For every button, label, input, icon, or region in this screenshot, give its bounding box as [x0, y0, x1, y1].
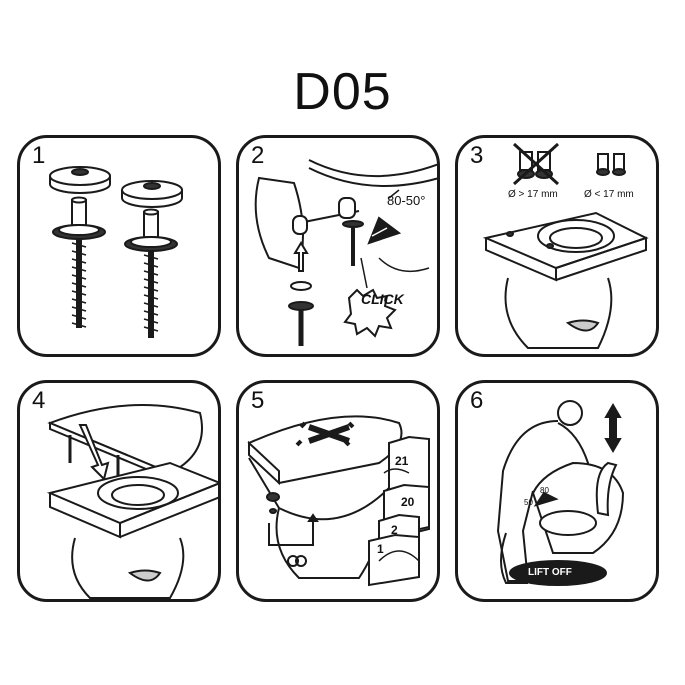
size-small-label: Ø < 17 mm	[584, 189, 634, 200]
step-number: 4	[32, 387, 46, 414]
lift-off-label: LIFT OFF	[528, 567, 572, 578]
step-number: 3	[470, 142, 484, 169]
step-number: 5	[251, 387, 265, 414]
size-large-label: Ø > 17 mm	[508, 189, 558, 200]
hinge-parts-illustration	[49, 166, 183, 338]
page-20-label: 20	[401, 495, 415, 509]
page-1-label: 1	[377, 542, 384, 556]
seat-placement-illustration	[46, 404, 218, 599]
step-number: 6	[470, 387, 484, 414]
page-title: D05	[293, 63, 392, 121]
seat-warning-illustration	[247, 415, 430, 587]
angle-label: 80-50°	[387, 193, 426, 208]
angle-a-label: 50	[524, 498, 533, 507]
step-4-panel: 4	[17, 380, 221, 602]
page-21-label: 21	[395, 454, 409, 468]
lift-off-illustration	[496, 400, 625, 586]
page-2-label: 2	[391, 523, 398, 537]
step-1-panel: 1	[17, 135, 221, 357]
step-5-panel: 5 21 20 2 1	[236, 380, 440, 602]
bowl-holes-illustration	[482, 142, 649, 349]
step-2-panel: 2 80-50° CLICK	[236, 135, 440, 357]
step-3-panel: 3 Ø > 17 mm Ø < 17 mm	[455, 135, 659, 357]
angle-b-label: 80	[540, 486, 549, 495]
click-label: CLICK	[361, 291, 404, 307]
seat-click-illustration	[254, 159, 437, 346]
step-6-panel: 6 50 80 LIFT OFF	[455, 380, 659, 602]
step-number: 1	[32, 142, 46, 169]
step-number: 2	[251, 142, 265, 169]
